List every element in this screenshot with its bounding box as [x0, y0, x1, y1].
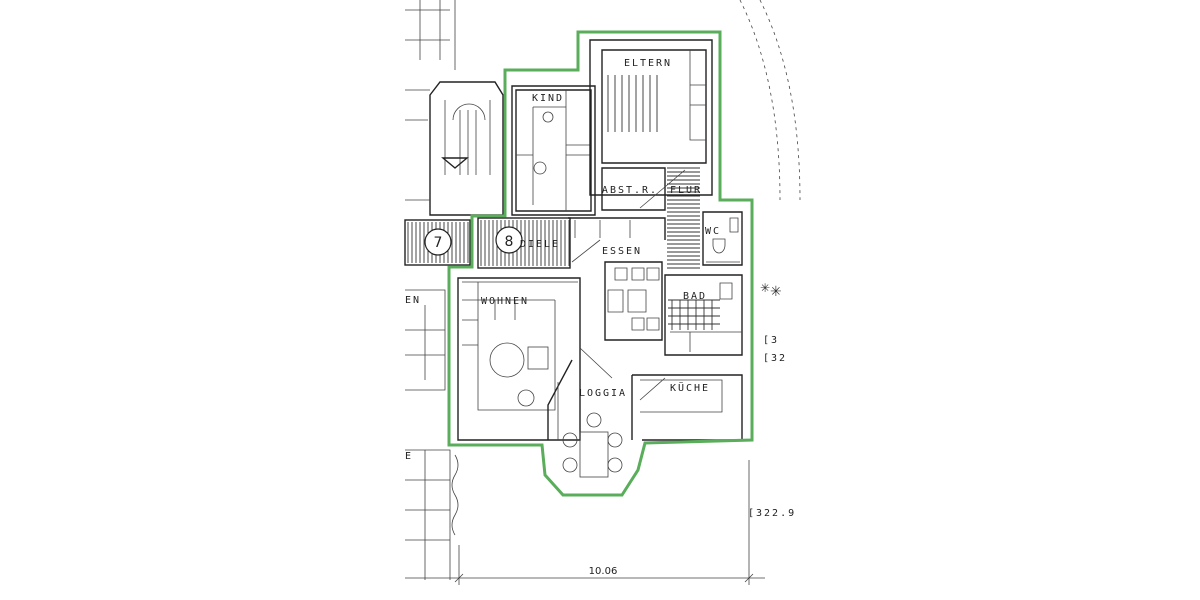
room-label-loggia: LOGGIA	[579, 388, 627, 399]
elevation-label-1: [3	[763, 335, 779, 346]
room-label-essen: ESSEN	[602, 246, 642, 257]
partial-label-left: EN	[405, 295, 421, 306]
partial-label-left-lower: E	[405, 451, 413, 462]
site-boundary	[739, 0, 801, 201]
neighbour-unit	[405, 0, 504, 580]
elevation-label-2: [32	[763, 353, 787, 364]
apartment-walls	[457, 39, 743, 478]
unit-8-label: 8	[505, 234, 514, 250]
room-label-eltern: ELTERN	[624, 58, 672, 69]
room-label-kueche: KÜCHE	[670, 381, 710, 394]
dimension-line: 10.06	[405, 460, 765, 585]
tree-symbol-icon: ✳	[770, 284, 782, 300]
unit-7-marker	[424, 228, 452, 256]
room-label-kind: KIND	[532, 93, 564, 104]
room-label-flur: FLUR	[670, 185, 702, 196]
dimension-width: 10.06	[589, 566, 618, 577]
unit-7-label: 7	[434, 235, 443, 251]
unit-8-marker	[495, 226, 523, 254]
elevation-label-3: [322.9	[748, 508, 796, 519]
room-label-abstellraum: ABST.R.	[602, 185, 658, 196]
room-label-diele: DIELE	[520, 239, 560, 250]
room-label-bad: BAD	[683, 291, 707, 302]
room-label-wc: WC	[705, 226, 721, 237]
tree-symbol-icon: ✳	[760, 281, 770, 295]
room-label-wohnen: WOHNEN	[481, 296, 529, 307]
apartment-outline	[447, 30, 754, 497]
entry-hatching: 7 8	[404, 217, 571, 269]
